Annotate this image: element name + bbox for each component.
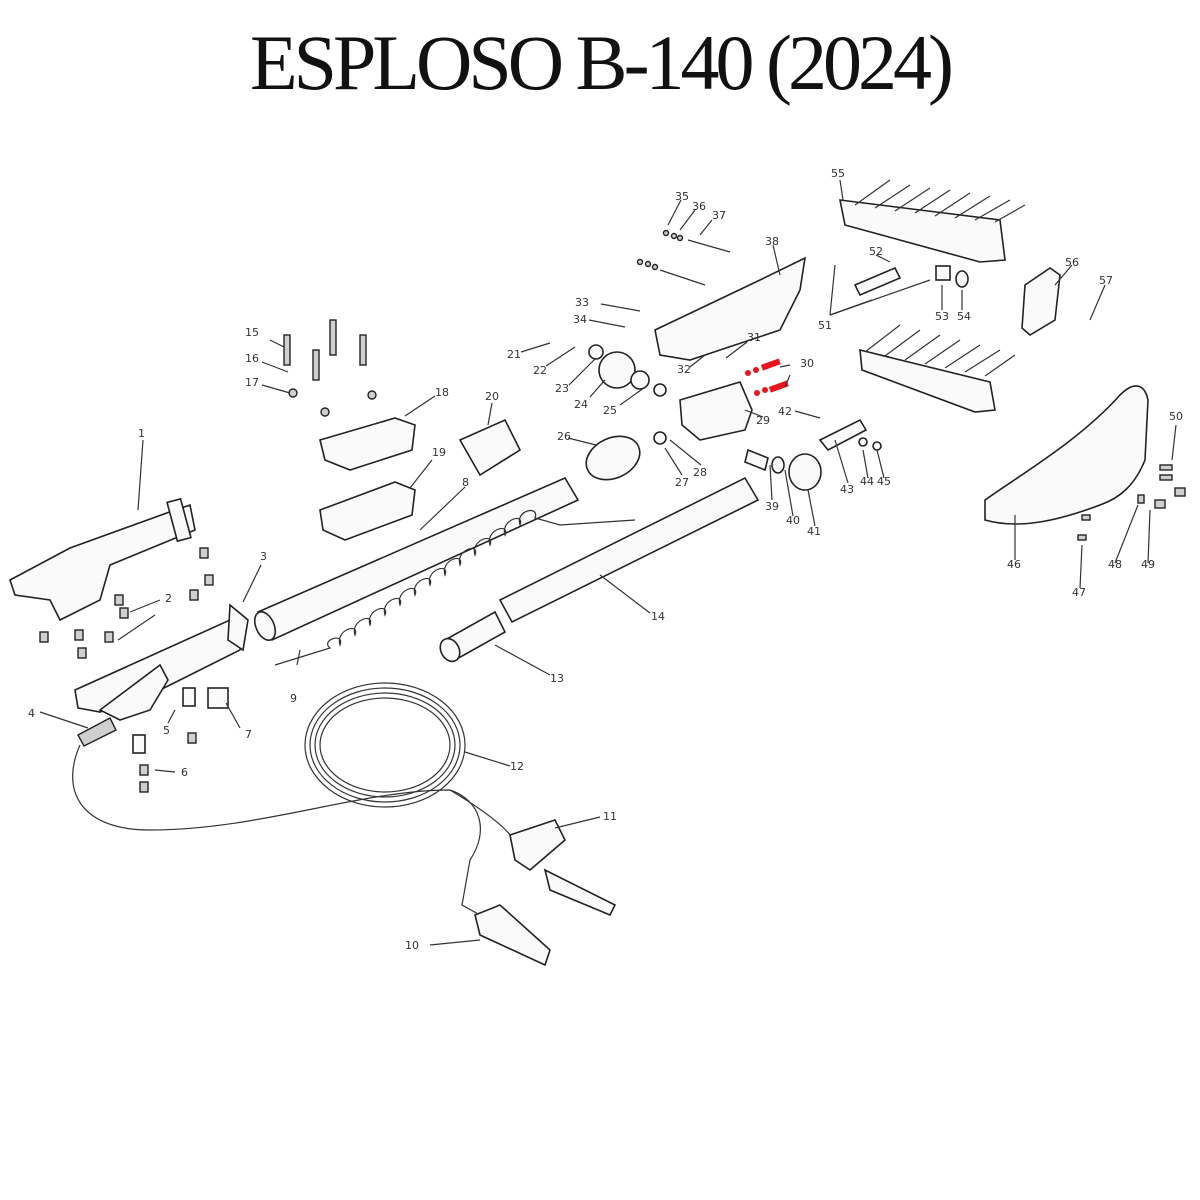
- part-label: 1: [138, 427, 145, 440]
- part-label: 3: [260, 550, 267, 563]
- part-label: 36: [692, 200, 706, 213]
- part-label: 21: [507, 348, 521, 361]
- part-label: 57: [1099, 274, 1113, 287]
- part-label: 13: [550, 672, 564, 685]
- part-label: 23: [555, 382, 569, 395]
- part-label: 2: [165, 592, 172, 605]
- part-label: 28: [693, 466, 707, 479]
- part-label: 48: [1108, 558, 1122, 571]
- part-label: 32: [677, 363, 691, 376]
- part-label: 52: [869, 245, 883, 258]
- part-label: 50: [1169, 410, 1183, 423]
- part-label: 15: [245, 326, 259, 339]
- part-label: 45: [877, 475, 891, 488]
- part-label: 53: [935, 310, 949, 323]
- part-label: 39: [765, 500, 779, 513]
- part-drawings: [9, 179, 1186, 967]
- part-label: 22: [533, 364, 547, 377]
- leader-lines: [39, 179, 1177, 946]
- part-label: 11: [603, 810, 617, 823]
- part-label: 41: [807, 525, 821, 538]
- part-label: 55: [831, 167, 845, 180]
- part-label: 25: [603, 404, 617, 417]
- part-label: 38: [765, 235, 779, 248]
- part-label: 30: [800, 357, 814, 370]
- part-label: 54: [957, 310, 971, 323]
- part-label: 24: [574, 398, 588, 411]
- part-label: 44: [860, 475, 874, 488]
- part-label: 33: [575, 296, 589, 309]
- part-label: 16: [245, 352, 259, 365]
- part-label: 8: [462, 476, 469, 489]
- part-label: 35: [675, 190, 689, 203]
- page-title: ESPLOSO B-140 (2024): [249, 19, 954, 106]
- part-label: 51: [818, 319, 832, 332]
- part-label: 6: [181, 766, 188, 779]
- part-label: 42: [778, 405, 792, 418]
- part-label: 49: [1141, 558, 1155, 571]
- part-label: 27: [675, 476, 689, 489]
- part-label: 47: [1072, 586, 1086, 599]
- part-label: 29: [756, 414, 770, 427]
- part-label: 4: [28, 707, 35, 720]
- part-label: 18: [435, 386, 449, 399]
- part-label: 40: [786, 514, 800, 527]
- highlighted-screws-30: [745, 358, 789, 396]
- part-label: 14: [651, 610, 665, 623]
- part-label: 17: [245, 376, 259, 389]
- part-label: 10: [405, 939, 419, 952]
- part-label: 20: [485, 390, 499, 403]
- part-label: 46: [1007, 558, 1021, 571]
- part-label: 5: [163, 724, 170, 737]
- part-label: 56: [1065, 256, 1079, 269]
- part-label: 34: [573, 313, 587, 326]
- part-label: 31: [747, 331, 761, 344]
- part-label: 7: [245, 728, 252, 741]
- part-labels: 1 2 3 4 5 6 7 8 9 10 11 12 13 14 15 16 1…: [28, 167, 1183, 952]
- part-label: 26: [557, 430, 571, 443]
- part-label: 19: [432, 446, 446, 459]
- part-label: 12: [510, 760, 524, 773]
- part-label: 43: [840, 483, 854, 496]
- part-label: 37: [712, 209, 726, 222]
- part-label: 9: [290, 692, 297, 705]
